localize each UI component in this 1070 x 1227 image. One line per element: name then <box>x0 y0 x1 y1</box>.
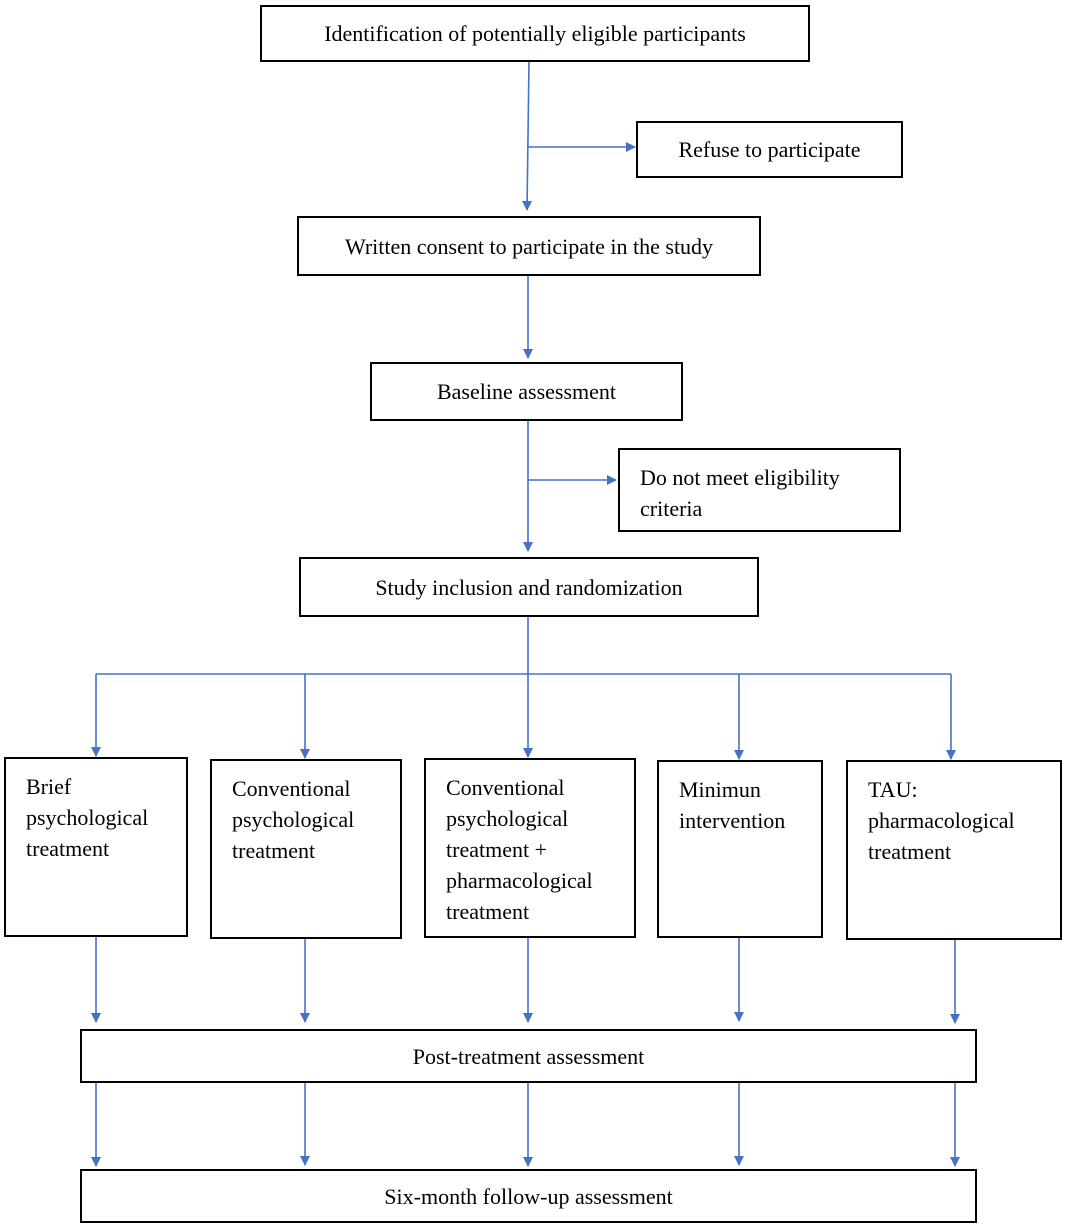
follow-up-label: Six-month follow-up assessment <box>384 1183 673 1209</box>
identification-box: Identification of potentially eligible p… <box>260 5 810 62</box>
arm-box-conventional-psychological: Conventional psychological treatment <box>210 759 402 939</box>
arrow-identification-to-consent <box>522 61 533 211</box>
arm-box-conventional-plus-pharmacological: Conventional psychological treatment + p… <box>424 758 636 938</box>
arm-4-line-2: intervention <box>679 808 786 833</box>
arm-1-line-1: Brief <box>26 774 72 799</box>
baseline-box: Baseline assessment <box>370 362 683 421</box>
post-treatment-label: Post-treatment assessment <box>412 1043 645 1069</box>
baseline-label: Baseline assessment <box>436 379 617 404</box>
arm-2-line-3: treatment <box>232 838 316 863</box>
arm-3-line-3: treatment + <box>446 837 547 862</box>
ineligible-box: Do not meet eligibility criteria <box>618 448 901 532</box>
arm-box-brief-psychological: Brief psychological treatment <box>4 757 188 937</box>
ineligible-label-line-2: criteria <box>640 496 703 521</box>
arm-5-line-1: TAU: <box>868 777 918 802</box>
arm-5-line-3: treatment <box>868 839 952 864</box>
arm-2-line-1: Conventional <box>232 776 351 801</box>
consent-label: Written consent to participate in the st… <box>344 233 714 259</box>
randomization-box: Study inclusion and randomization <box>299 557 759 617</box>
arm-4-line-1: Minimun <box>679 777 761 802</box>
arm-2-line-2: psychological <box>232 807 355 832</box>
follow-up-box: Six-month follow-up assessment <box>80 1169 977 1223</box>
post-treatment-box: Post-treatment assessment <box>80 1029 977 1083</box>
arm-box-minimum-intervention: Minimun intervention <box>657 760 823 938</box>
arm-box-tau-pharmacological: TAU: pharmacological treatment <box>846 760 1062 940</box>
arm-3-line-4: pharmacological <box>446 868 593 893</box>
ineligible-label-line-1: Do not meet eligibility <box>640 465 840 490</box>
arm-3-line-1: Conventional <box>446 775 565 800</box>
refuse-label: Refuse to participate <box>678 137 861 162</box>
arm-3-line-5: treatment <box>446 899 530 924</box>
randomization-label: Study inclusion and randomization <box>375 574 683 600</box>
consent-box: Written consent to participate in the st… <box>297 216 761 276</box>
refuse-box: Refuse to participate <box>636 121 903 178</box>
identification-label: Identification of potentially eligible p… <box>324 21 746 46</box>
arm-1-line-2: psychological <box>26 805 149 830</box>
arm-5-line-2: pharmacological <box>868 808 1015 833</box>
arm-3-line-2: psychological <box>446 806 569 831</box>
arm-1-line-3: treatment <box>26 836 110 861</box>
